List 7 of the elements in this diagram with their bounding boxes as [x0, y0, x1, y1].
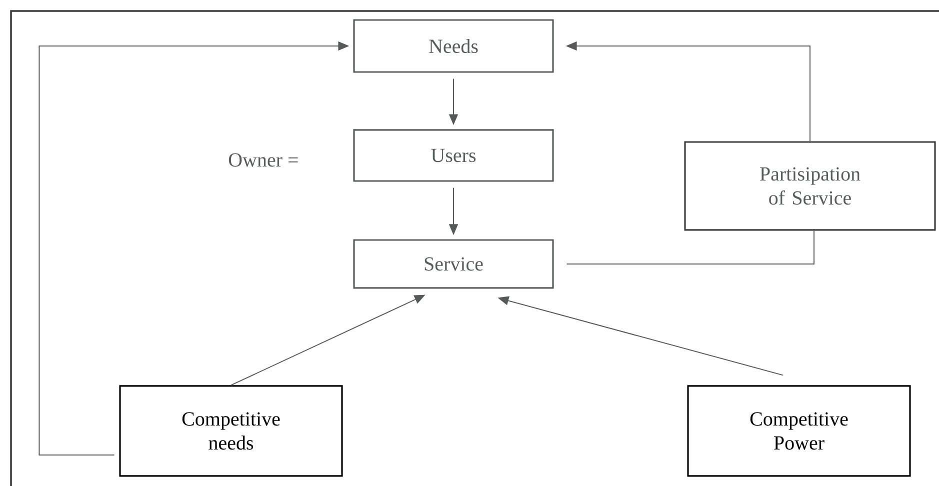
process-box: Needs [353, 19, 554, 73]
process-box: Users [353, 129, 554, 182]
process-box: Competitive Power [687, 385, 911, 477]
process-box: Competitive needs [119, 385, 343, 477]
process-box: Service [353, 239, 554, 289]
text-label: Owner = [228, 153, 298, 167]
process-box: Partisipation of Service [684, 141, 936, 231]
